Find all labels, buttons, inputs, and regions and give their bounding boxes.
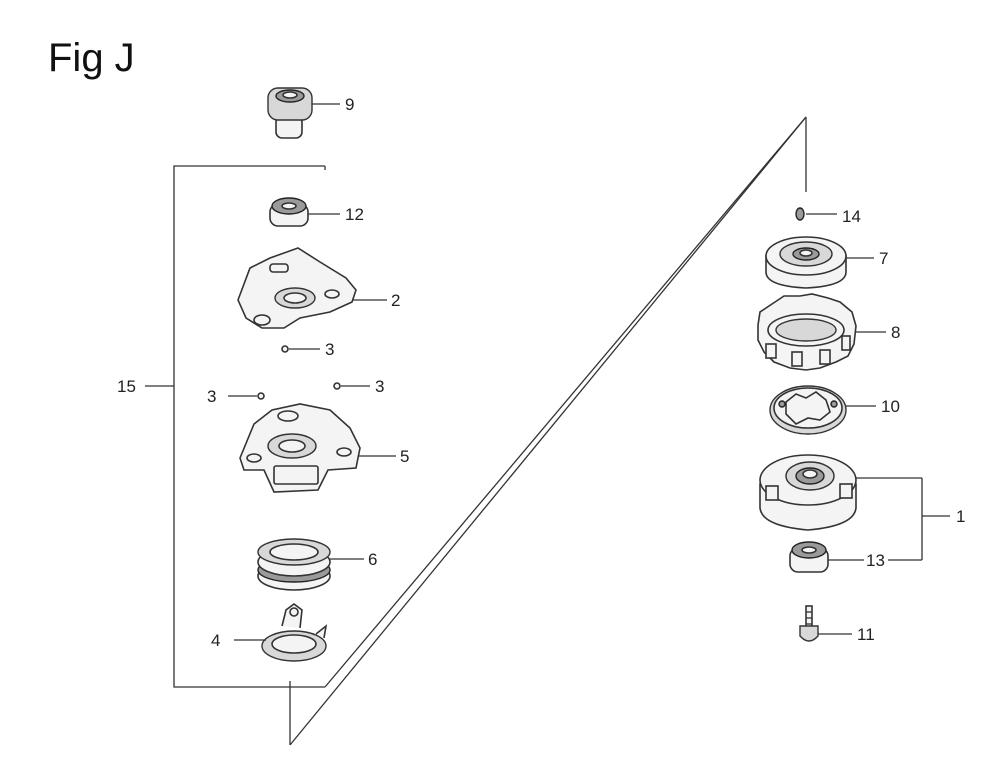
part-11-bolt [799, 605, 819, 642]
callout-5: 5 [400, 447, 409, 466]
part-2-upper-plate [237, 247, 357, 329]
part-3-pin-left [257, 392, 265, 400]
callout-7: 7 [879, 249, 888, 268]
callout-3-left: 3 [207, 387, 216, 406]
callout-11: 11 [857, 625, 875, 644]
part-14-washer [795, 207, 805, 221]
callout-2: 2 [391, 291, 400, 310]
callout-10: 10 [881, 397, 900, 416]
callout-6: 6 [368, 550, 377, 569]
callout-13: 13 [866, 551, 885, 570]
part-13-bearing [789, 541, 829, 573]
assembly-frame [173, 116, 807, 746]
part-12-bearing [269, 197, 309, 227]
callout-3-upper: 3 [325, 340, 334, 359]
callout-4: 4 [211, 631, 220, 650]
part-8-gear-ring [757, 293, 857, 371]
callout-12: 12 [345, 205, 364, 224]
part-6-spring [257, 538, 331, 591]
part-5-lower-plate [239, 403, 361, 493]
part-10-cam-plate [769, 385, 847, 435]
part-9-cap [267, 87, 313, 139]
part-1-housing [759, 454, 857, 531]
callout-15: 15 [117, 377, 136, 396]
part-3-pin [281, 345, 289, 353]
callout-8: 8 [891, 323, 900, 342]
callout-9: 9 [345, 95, 354, 114]
callout-14: 14 [842, 207, 861, 226]
figure-title: Fig J [48, 36, 135, 80]
part-3-pin-right [333, 382, 341, 390]
part-7-cover [765, 236, 847, 289]
part-4-ratchet [261, 603, 328, 662]
callout-1: 1 [956, 507, 965, 526]
callout-3-right: 3 [375, 377, 384, 396]
